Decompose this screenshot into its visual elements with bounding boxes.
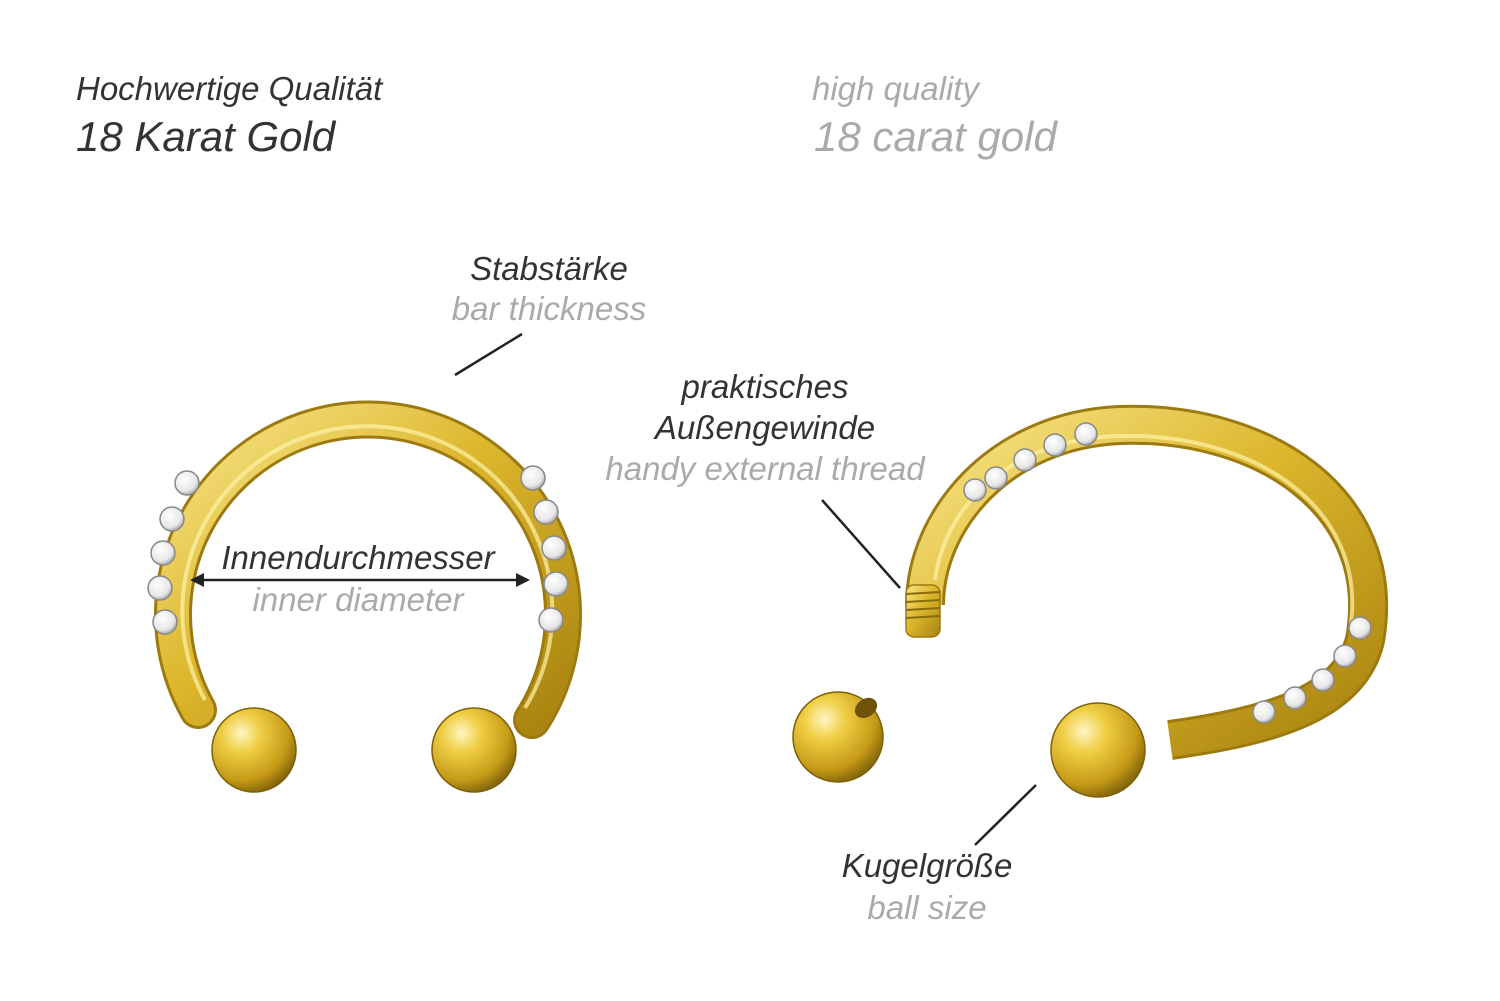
thread-end: [905, 584, 941, 638]
header-de-gold: 18 Karat Gold: [76, 113, 336, 160]
ball-left: [211, 707, 297, 793]
inner-diameter-arrow: [190, 573, 530, 587]
crystal-row-top: [963, 422, 1098, 502]
label-thread-en: handy external thread: [605, 450, 925, 487]
label-inner-diameter-en: inner diameter: [252, 581, 464, 618]
ball-size-pointer: [974, 784, 1037, 846]
crystal-row-bottom: [1252, 616, 1372, 724]
label-bar-thickness-en: bar thickness: [451, 290, 647, 327]
header-de-quality: Hochwertige Qualität: [76, 70, 383, 107]
label-inner-diameter-de: Innendurchmesser: [221, 539, 495, 576]
attached-ball: [1050, 702, 1146, 798]
label-thread-de-1: praktisches: [681, 368, 849, 405]
label-bar-thickness-de: Stabstärke: [470, 250, 628, 287]
ball-right: [431, 707, 517, 793]
loose-ball: [792, 691, 884, 783]
header-en-quality: high quality: [812, 70, 979, 107]
header-en-gold: 18 carat gold: [814, 113, 1057, 160]
label-ball-size-en: ball size: [867, 889, 987, 926]
label-thread-de-2: Außengewinde: [654, 409, 876, 446]
label-ball-size-de: Kugelgröße: [841, 847, 1013, 884]
bar-thickness-pointer: [454, 332, 523, 377]
crystal-row-right: [520, 465, 569, 633]
crystal-row-left: [147, 470, 200, 635]
thread-pointer: [821, 499, 901, 589]
